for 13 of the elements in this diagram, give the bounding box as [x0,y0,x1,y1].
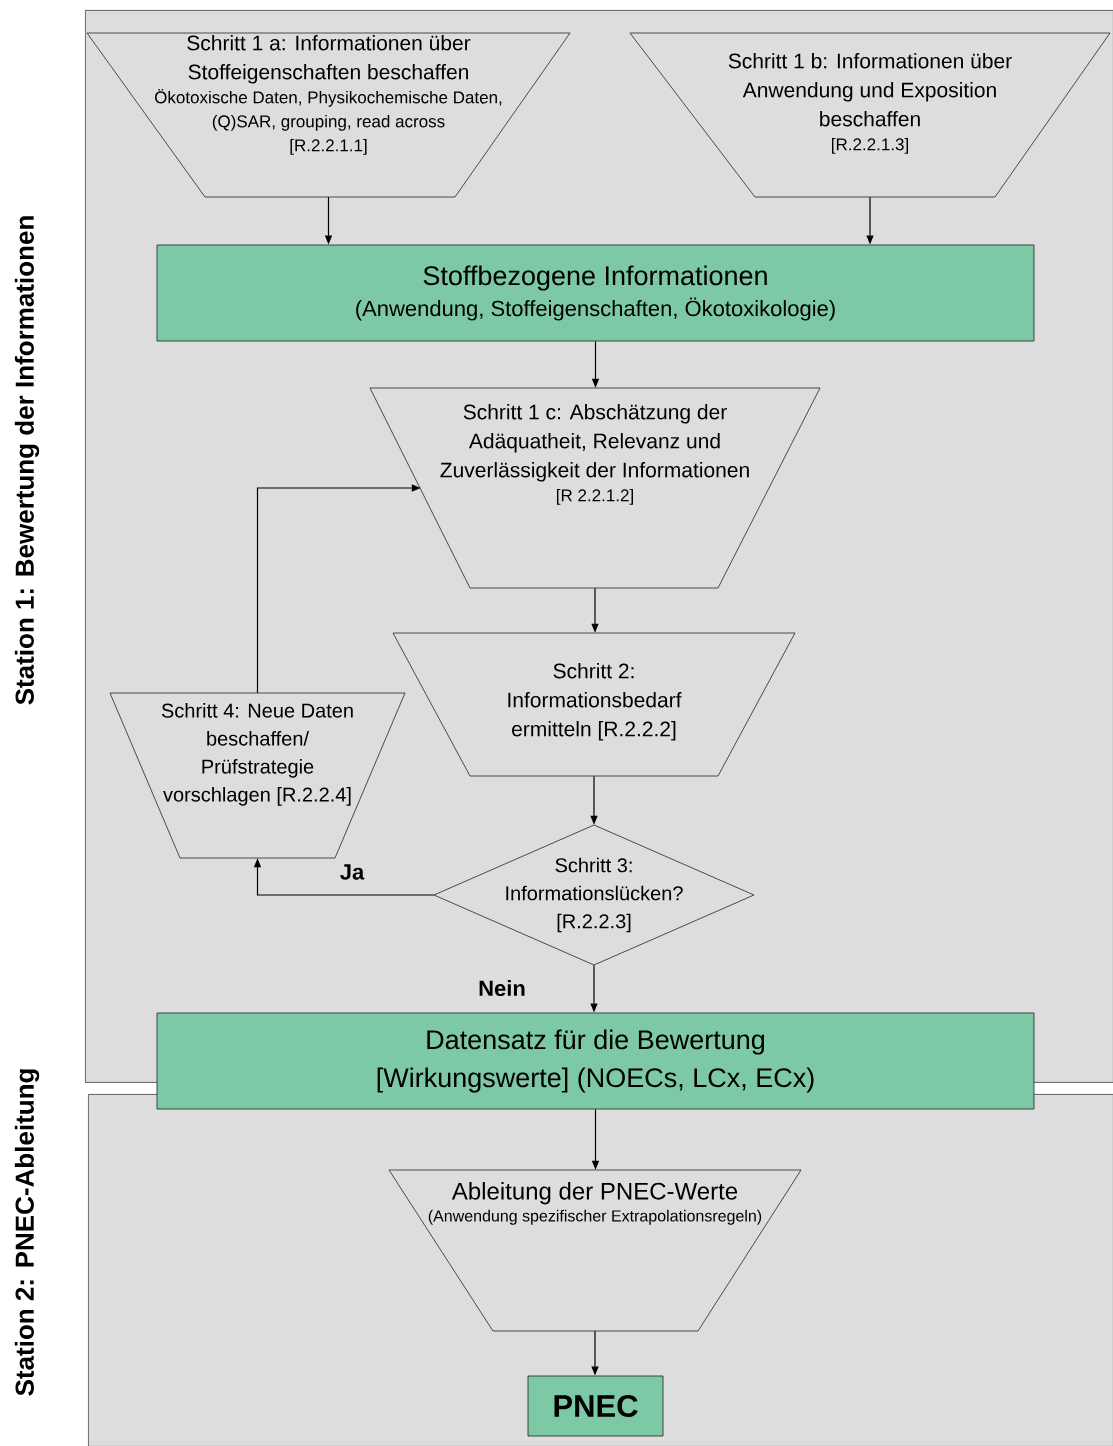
edge-label: Ja [340,864,365,880]
step-trapezoid: Schritt 1 c: Abschätzung der Adäquatheit, Relevanz und Zuverlässigkeit der Informationen [R 2.2.1.2] [369,387,821,589]
step-trapezoid: Schritt 4: Neue Daten beschaffen/ Prüfstrategie vorschlagen [R.2.2.4] [109,692,406,859]
step-trapezoid: Ableitung der PNEC-Werte (Anwendung spezifischer Extrapolationsregeln) [388,1169,802,1332]
node-label: Station 1: Bewertung der Informationen [14,216,40,705]
edge-label: Nein [479,979,525,997]
step-trapezoid: Schritt 2: Informationsbedarf ermitteln [R.2.2.2] [392,632,796,777]
result-box: PNEC [527,1375,664,1437]
result-box: Stoffbezogene Informationen (Anwendung, Stoffeigenschaften, Ökotoxikologie) [156,244,1035,342]
result-box: Datensatz für die Bewertung [Wirkungswerte] (NOECs, LCx, ECx) [156,1012,1035,1110]
step-trapezoid: Schritt 1 b: Informationen über Anwendung und Exposition beschaffen [R.2.2.1.3] [629,32,1111,198]
node-label: Station 2: PNEC-Ableitung [14,1069,40,1396]
step-trapezoid: Schritt 1 a: Informationen über Stoffeigenschaften beschaffen Ökotoxische Daten, Physikochemische Daten, (Q)SAR, grouping, read across [R.2.2.1.1] [86,32,571,198]
